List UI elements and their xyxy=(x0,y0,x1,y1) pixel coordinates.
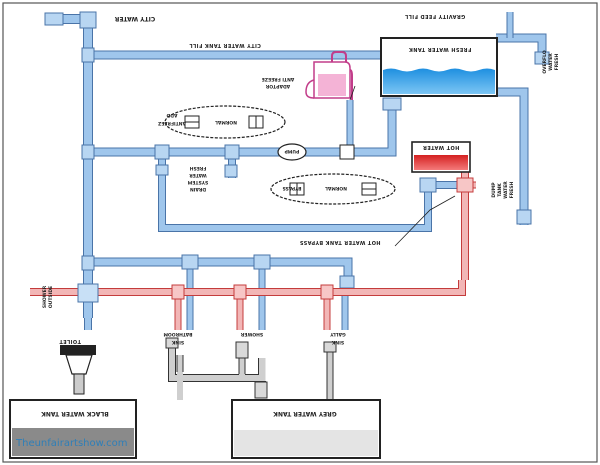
label-system-drain-4: DRAIN xyxy=(190,186,206,192)
leader-lines xyxy=(349,85,456,247)
hot-water-pipes xyxy=(30,170,476,330)
grey-water-tank xyxy=(231,399,381,459)
label-add-antifreeze-1: ADD xyxy=(166,112,177,118)
labels: CITY WATER CITY WATER TANK FILL GRAVITY … xyxy=(41,13,560,417)
hot-water-tank xyxy=(411,141,471,173)
label-system-drain-2: WATER xyxy=(189,172,207,178)
label-tank-dump-1: FRESH xyxy=(509,181,515,198)
label-gally-sink-1: GALLY xyxy=(330,331,346,337)
toilet xyxy=(60,345,96,395)
label-fresh-water-tank: FRESH WATER TANK xyxy=(408,46,471,52)
label-bypass: BYPASS xyxy=(282,185,301,191)
label-shower: SHOWER xyxy=(240,331,263,337)
label-overflo-1: FRESH xyxy=(554,53,560,70)
label-antifreeze-adaptor-2: ADAPTOR xyxy=(265,83,290,89)
label-overflo-3: OVERFLO xyxy=(542,50,548,74)
antifreeze-valve[interactable] xyxy=(164,105,286,139)
watermark: Theunfairartshow.com xyxy=(15,438,127,449)
label-outside-shower-1: OUTSIDE xyxy=(48,286,54,308)
label-hot-water: HOT WATER xyxy=(423,144,460,150)
label-normal-1: NORMAL xyxy=(215,119,237,125)
label-hot-water-tank-bypass: HOT WATER TANK BYPASS xyxy=(299,239,380,245)
label-bathroom-sink-1: BATHROOM xyxy=(163,331,193,337)
label-grey-water-tank: GREY WATER TANK xyxy=(273,410,337,417)
label-city-water: CITY WATER xyxy=(114,15,155,22)
label-outside-shower-2: SHOWER xyxy=(42,285,48,308)
label-system-drain-3: SYSTEM xyxy=(187,179,208,185)
black-water-tank xyxy=(9,399,137,459)
label-gally-sink-2: SINK xyxy=(331,339,344,345)
label-gravity-feed-fill: GRAVITY FEED FILL xyxy=(404,13,465,19)
label-system-drain-1: FRESH xyxy=(189,165,206,171)
pipe-fittings xyxy=(81,47,550,289)
bypass-valve[interactable] xyxy=(270,173,396,205)
label-pump: PUMP xyxy=(284,148,299,154)
label-overflo-2: WATER xyxy=(548,53,554,71)
city-water-inlet xyxy=(44,11,97,29)
cold-water-pipes xyxy=(60,12,547,330)
label-tank-dump-4: DUMP xyxy=(491,182,497,198)
antifreeze-jug xyxy=(305,51,353,100)
label-city-water-tank-fill: CITY WATER TANK FILL xyxy=(189,42,261,48)
label-normal-2: NORMAL xyxy=(325,185,347,191)
drain-pipes xyxy=(165,337,337,400)
water-pump xyxy=(277,143,355,161)
label-bathroom-sink-2: SINK xyxy=(171,339,184,345)
label-antifreeze-adaptor-1: ANTI FREEZE xyxy=(262,76,295,82)
label-toilet: TOILET xyxy=(59,338,81,344)
label-tank-dump-2: WATER xyxy=(503,181,509,199)
outside-shower-connector xyxy=(77,283,99,303)
label-tank-dump-3: TANK xyxy=(497,183,503,197)
fresh-water-tank xyxy=(380,37,498,97)
label-add-antifreeze-2: ANTIFREEZ xyxy=(157,120,186,126)
label-black-water-tank: BLACK WATER TANK xyxy=(41,410,109,417)
